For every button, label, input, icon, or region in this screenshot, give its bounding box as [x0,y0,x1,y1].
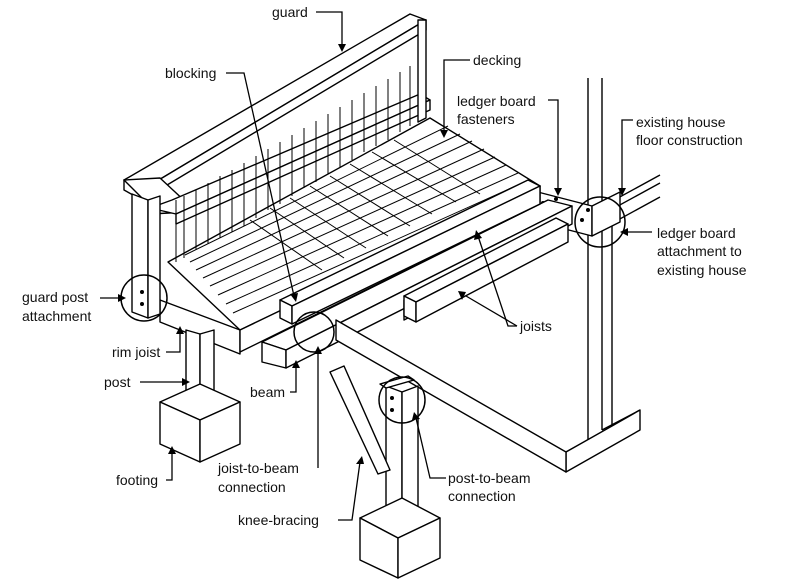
label-ledger-fasteners-line2: fasteners [457,111,515,127]
left-post-footing [159,329,241,463]
joist-to-beam-detail-circle [293,311,335,353]
labels: guard blocking decking ledger board fast… [22,4,747,528]
label-ledger-attachment-line3: existing house [657,262,747,278]
label-guard-post-line1: guard post [22,289,88,305]
leader-lines [100,11,652,521]
label-blocking: blocking [165,65,216,81]
guard-post-drawing [131,193,161,319]
post-to-beam-detail-circle [378,376,426,424]
ledger-attachment-detail-circle [574,196,626,248]
label-knee-bracing: knee-bracing [238,512,319,528]
label-beam: beam [250,384,285,400]
label-joist-to-beam-line1: joist-to-beam [217,460,299,476]
guard-drawing [123,13,431,262]
label-joist-to-beam-line2: connection [218,479,286,495]
label-post-to-beam-line1: post-to-beam [448,470,530,486]
label-joists: joists [519,318,552,334]
label-ledger-attachment-line2: attachment to [657,243,742,259]
label-footing: footing [116,472,158,488]
label-ledger-fasteners-line1: ledger board [457,93,536,109]
label-guard: guard [272,4,308,20]
existing-house-wall [565,78,661,473]
label-ledger-attachment-line1: ledger board [657,225,736,241]
label-guard-post-line2: attachment [22,308,91,324]
label-rim-joist: rim joist [112,344,160,360]
label-existing-house-line2: floor construction [636,132,743,148]
label-post: post [104,374,131,390]
label-post-to-beam-line2: connection [448,488,516,504]
label-existing-house-line1: existing house [636,114,726,130]
label-decking: decking [473,52,521,68]
joists-drawing [279,179,569,325]
right-post-footing [329,365,441,579]
